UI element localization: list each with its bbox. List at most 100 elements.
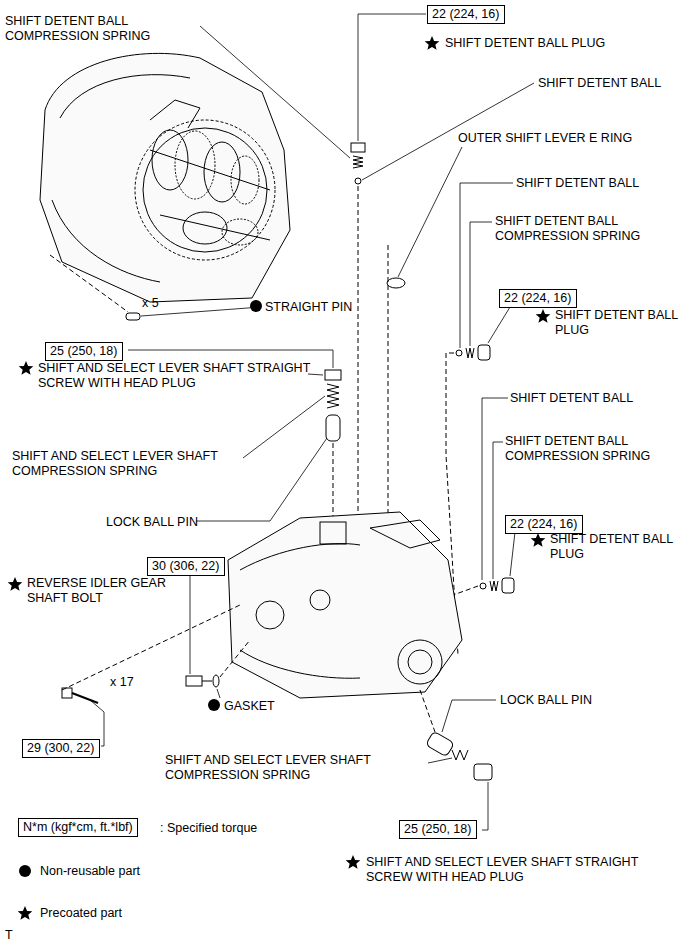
lock-ball-pin (426, 731, 455, 757)
case-boss (310, 590, 330, 610)
torque-box: 29 (300, 22) (22, 739, 100, 758)
leader-line (470, 222, 492, 346)
leader-line (460, 183, 513, 348)
leader-line (358, 14, 426, 141)
torque-box: 25 (250, 18) (45, 342, 123, 361)
part-label: T (5, 928, 13, 943)
part-label: SHIFT AND SELECT LEVER SHAFT COMPRESSION… (165, 753, 430, 783)
part-label: SHIFT DETENT BALL PLUG (445, 36, 605, 51)
gear (231, 156, 259, 204)
part-label: SHIFT DETENT BALL COMPRESSION SPRING (5, 14, 190, 44)
ring-gear (143, 128, 267, 252)
spring (452, 750, 468, 760)
shift-lever (370, 520, 440, 548)
torque-value: 30 (306, 22) (152, 559, 220, 574)
bolt-shank (202, 681, 212, 682)
gasket (213, 675, 219, 687)
part-label: SHIFT DETENT BALL PLUG (550, 532, 675, 562)
legend-text: : Specified torque (160, 821, 257, 836)
e-ring (387, 278, 405, 288)
leader-line (398, 147, 462, 277)
insertion-line (358, 186, 359, 540)
bolt-shank (72, 693, 98, 703)
torque-value: 22 (224, 16) (510, 517, 578, 532)
torque-box: 22 (224, 16) (499, 289, 577, 308)
precoated-star (425, 36, 440, 50)
leader-line (308, 374, 323, 375)
legend-text: Non-reusable part (40, 864, 140, 879)
spring (490, 581, 498, 591)
part-label: SHIFT DETENT BALL (516, 176, 639, 191)
precoated-star (19, 361, 34, 375)
torque-box: 30 (306, 22) (147, 557, 225, 576)
leader-line (442, 700, 496, 732)
detent-ball (355, 178, 361, 184)
precoated-star (346, 855, 361, 869)
shift-fork (150, 100, 200, 128)
part-label: SHIFT DETENT BALL (538, 76, 661, 91)
screw-plug (474, 764, 492, 780)
case-rib (240, 650, 360, 678)
housing-flange (52, 200, 160, 282)
spring (327, 384, 339, 408)
shaft (160, 215, 270, 240)
leader-line (217, 689, 220, 698)
spring (353, 156, 363, 168)
part-label: STRAIGHT PIN (265, 300, 352, 315)
straight-pin (126, 313, 140, 320)
insertion-line (420, 690, 435, 732)
detent-plug (351, 143, 365, 152)
leader-line (482, 782, 488, 830)
bolt-head (186, 676, 202, 686)
shaft (150, 150, 270, 190)
housing-flange (60, 75, 190, 118)
torque-value: 22 (224, 16) (504, 291, 572, 306)
transmission-housing (40, 53, 290, 302)
detent-ball (456, 350, 462, 356)
torque-value: 29 (300, 22) (27, 741, 95, 756)
part-label: SHIFT AND SELECT LEVER SHAFT COMPRESSION… (12, 449, 277, 479)
output-flange (398, 640, 442, 684)
leader-line (510, 532, 515, 576)
insertion-line (50, 255, 128, 312)
spring (466, 348, 474, 358)
precoated-star (536, 309, 551, 323)
part-label: LOCK BALL PIN (500, 693, 592, 708)
torque-box: 22 (224, 16) (505, 515, 583, 534)
part-label: OUTER SHIFT LEVER E RING (458, 131, 632, 146)
detent-ball (480, 583, 486, 589)
case-rib (240, 544, 360, 570)
case-boss (320, 522, 346, 544)
part-label: SHIFT DETENT BALL COMPRESSION SPRING (505, 434, 685, 464)
insertion-line (62, 605, 240, 690)
detent-plug (502, 578, 514, 593)
leader-line (488, 307, 510, 343)
gear (183, 212, 227, 244)
legend-dot (19, 865, 31, 877)
torque-box: 25 (250, 18) (399, 820, 477, 839)
output-flange (408, 650, 432, 674)
leader-line (243, 396, 325, 458)
insertion-line (388, 245, 389, 520)
part-label: SHIFT AND SELECT LEVER SHAFT STRAIGHT SC… (366, 855, 656, 885)
precoated-star (531, 533, 546, 547)
part-label: SHIFT DETENT BALL PLUG (555, 308, 680, 338)
part-label: LOCK BALL PIN (106, 515, 198, 530)
non-reusable-dot (208, 699, 220, 711)
legend-star (18, 906, 33, 920)
screw-plug (325, 370, 341, 380)
gear (222, 219, 258, 245)
torque-value: N*m (kgf*cm, ft.*lbf) (23, 820, 133, 835)
leader-line (493, 442, 503, 579)
part-label: SHIFT AND SELECT LEVER SHAFT STRAIGHT SC… (38, 361, 313, 391)
detent-plug (478, 345, 490, 360)
torque-box: 22 (224, 16) (427, 5, 505, 24)
case-boss (256, 601, 284, 629)
leader-line (190, 572, 191, 674)
gear (204, 142, 240, 202)
part-label: SHIFT DETENT BALL (510, 391, 633, 406)
leader-line (200, 26, 350, 158)
leader-line (482, 398, 508, 580)
precoated-star (8, 577, 23, 591)
torque-value: 22 (224, 16) (432, 7, 500, 22)
